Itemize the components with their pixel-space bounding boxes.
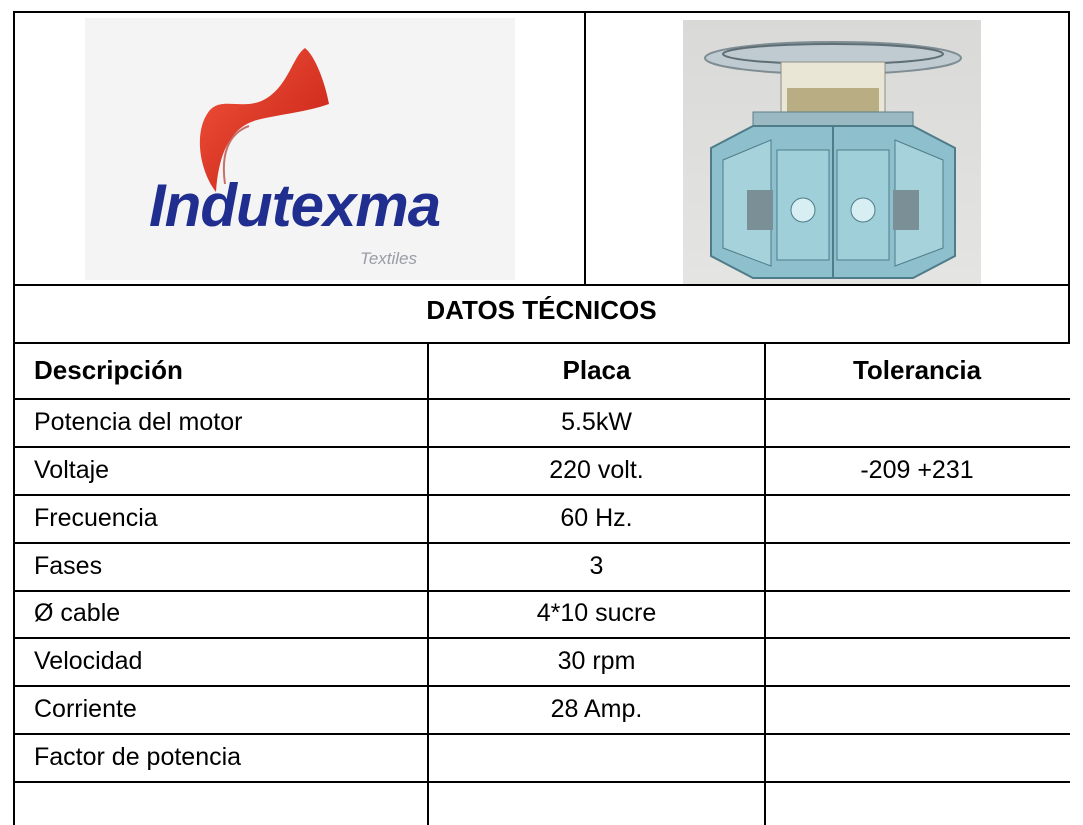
border-right bbox=[1068, 11, 1070, 343]
table-row-5-descripcion: Ø cable bbox=[34, 599, 121, 627]
logo-tagline: Textiles bbox=[360, 249, 418, 268]
divider-col-2 bbox=[764, 342, 766, 825]
divider-row-3 bbox=[13, 494, 1070, 496]
header-placa: Placa bbox=[562, 355, 631, 385]
divider-row-1 bbox=[13, 398, 1070, 400]
table-row-2-placa: 220 volt. bbox=[549, 456, 644, 484]
table-row-3-descripcion: Frecuencia bbox=[34, 504, 158, 532]
table-row-7-descripcion: Corriente bbox=[34, 695, 137, 723]
divider-row-9 bbox=[13, 781, 1070, 783]
border-top bbox=[13, 11, 1070, 13]
divider-col-1 bbox=[427, 342, 429, 825]
divider-row-4 bbox=[13, 542, 1070, 544]
table-row-4-descripcion: Fases bbox=[34, 552, 103, 580]
divider-header-top bbox=[13, 342, 1070, 344]
logo-swoosh-icon bbox=[199, 48, 329, 192]
table-row-2-descripcion: Voltaje bbox=[34, 456, 110, 484]
table-row-1-descripcion: Potencia del motor bbox=[34, 408, 243, 436]
border-left bbox=[13, 11, 15, 825]
table-row-3-placa: 60 Hz. bbox=[560, 504, 633, 532]
divider-row-7 bbox=[13, 685, 1070, 687]
header-tolerancia: Tolerancia bbox=[852, 355, 982, 385]
header-descripcion: Descripción bbox=[34, 355, 183, 385]
machine-illustration bbox=[704, 41, 962, 279]
divider-title-top bbox=[13, 284, 1070, 286]
divider-images bbox=[584, 11, 586, 286]
table-row-2-tolerancia: -209 +231 bbox=[860, 456, 974, 484]
table-row-6-placa: 30 rpm bbox=[557, 647, 636, 675]
divider-row-5 bbox=[13, 590, 1070, 592]
table-row-5-placa: 4*10 sucre bbox=[536, 599, 657, 627]
section-title: DATOS TÉCNICOS bbox=[426, 295, 657, 325]
table-row-8-descripcion: Factor de potencia bbox=[34, 743, 242, 771]
divider-row-8 bbox=[13, 733, 1070, 735]
table-row-4-placa: 3 bbox=[589, 552, 604, 580]
divider-row-2 bbox=[13, 446, 1070, 448]
knitting-machine-image bbox=[683, 20, 981, 284]
table-row-7-placa: 28 Amp. bbox=[550, 695, 643, 723]
logo-wordmark: Indutexma bbox=[149, 172, 441, 239]
table-row-6-descripcion: Velocidad bbox=[34, 647, 143, 675]
divider-row-6 bbox=[13, 637, 1070, 639]
table-row-1-placa: 5.5kW bbox=[561, 408, 632, 436]
company-logo: Indutexma Textiles bbox=[85, 18, 515, 280]
